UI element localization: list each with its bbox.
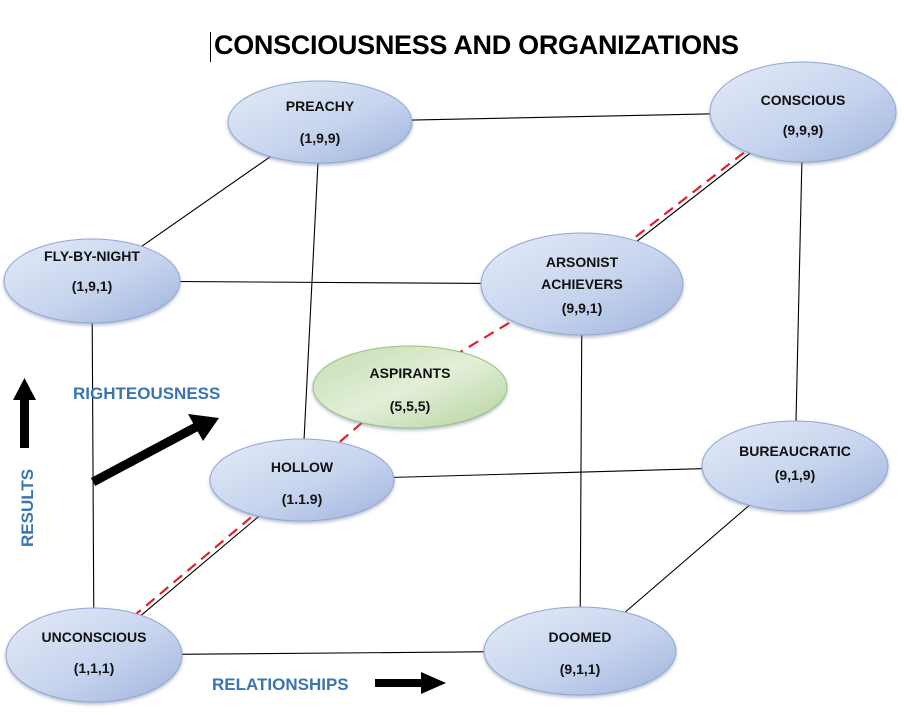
node-coordinates: (1,1,1) <box>74 660 114 676</box>
edge-arsonist-achievers-to-doomed <box>579 283 583 652</box>
node-label: HOLLOW <box>271 459 334 475</box>
node-coordinates: (9,1,1) <box>560 661 600 677</box>
node-label: BUREAUCRATIC <box>739 443 851 459</box>
node-fly-by-night: FLY-BY-NIGHT (1,9,1) <box>3 238 181 324</box>
node-bureaucratic: BUREAUCRATIC (9,1,9) <box>701 420 889 512</box>
diagram-title: CONSCIOUSNESS AND ORGANIZATIONS <box>214 30 739 60</box>
diagram-title-cursor <box>210 32 211 62</box>
node-label: ASPIRANTS <box>370 365 451 381</box>
node-label: UNCONSCIOUS <box>41 629 146 645</box>
node-arsonist-achievers: ARSONIST ACHIEVERS (9,9,1) <box>480 232 684 336</box>
results-axis-label: RESULTS <box>18 469 37 547</box>
diagonal-arrow-icon <box>90 414 219 486</box>
node-coordinates: (9,1,9) <box>775 467 815 483</box>
nodes: PREACHY (1,9,9) CONSCIOUS (9,9,9) FLY-BY-NIG… <box>3 61 897 703</box>
node-ellipse <box>3 238 181 324</box>
relationships-axis-label: RELATIONSHIPS <box>212 675 349 694</box>
node-ellipse <box>5 607 183 703</box>
node-coordinates: (1,9,1) <box>72 278 112 294</box>
node-label: CONSCIOUS <box>761 92 846 108</box>
righteousness-axis: RIGHTEOUSNESS <box>73 384 220 486</box>
edge-conscious-to-bureaucratic <box>794 111 804 467</box>
node-ellipse <box>209 438 395 522</box>
node-ellipse <box>709 61 897 163</box>
node-coordinates: (9,9,9) <box>783 122 823 138</box>
node-ellipse <box>312 345 508 429</box>
node-ellipse <box>701 420 889 512</box>
node-hollow: HOLLOW (1.1.9) <box>209 438 395 522</box>
righteousness-axis-label: RIGHTEOUSNESS <box>73 384 220 403</box>
node-ellipse <box>227 80 413 164</box>
node-doomed: DOOMED (9,1,1) <box>483 606 677 696</box>
results-axis: RESULTS <box>13 378 37 547</box>
node-unconscious: UNCONSCIOUS (1,1,1) <box>5 607 183 703</box>
node-coordinates: (9,9,1) <box>562 300 602 316</box>
relationships-axis: RELATIONSHIPS <box>212 672 446 694</box>
node-label: ACHIEVERS <box>541 276 623 292</box>
node-aspirants: ASPIRANTS (5,5,5) <box>312 345 508 429</box>
node-ellipse <box>483 606 677 696</box>
right-arrow-icon <box>375 672 446 694</box>
node-label: DOOMED <box>549 629 612 645</box>
node-ellipse <box>480 232 684 336</box>
node-label: FLY-BY-NIGHT <box>44 248 140 264</box>
node-coordinates: (1,9,9) <box>300 130 340 146</box>
node-preachy: PREACHY (1,9,9) <box>227 80 413 164</box>
node-coordinates: (1.1.9) <box>282 491 322 507</box>
up-arrow-icon <box>13 378 36 448</box>
node-label: ARSONIST <box>546 254 619 270</box>
edge-fly-by-night-to-unconscious <box>91 280 95 656</box>
node-label: PREACHY <box>286 98 355 114</box>
node-conscious: CONSCIOUS (9,9,9) <box>709 61 897 163</box>
edge-preachy-to-hollow <box>301 121 321 481</box>
node-coordinates: (5,5,5) <box>390 398 430 414</box>
